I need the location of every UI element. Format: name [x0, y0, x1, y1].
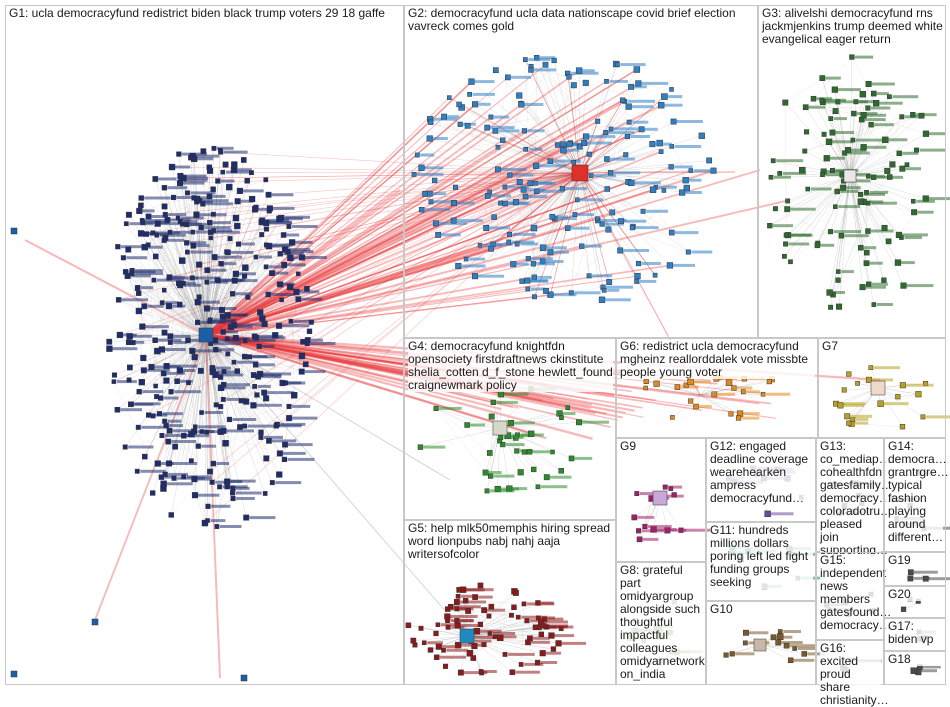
group-label-g2: G2: democracyfund ucla data nationscape … [408, 7, 755, 33]
group-label-g11: G11: hundreds millions dollars poring le… [710, 524, 813, 589]
group-panel-g9: G9 [616, 438, 706, 562]
group-label-g10: G10 [710, 603, 813, 616]
group-label-g19: G19 [888, 554, 943, 567]
group-label-g12: G12: engaged deadline coverage wearehear… [710, 440, 813, 505]
group-label-g15: G15: independent news members gatesfound… [820, 554, 881, 632]
group-panel-g5: G5: help mlk50memphis hiring spread word… [404, 520, 616, 685]
group-panel-g10: G10 [706, 601, 816, 685]
group-label-g16: G16: excited proud share christianity… [820, 642, 881, 707]
group-panel-g18: G18 [884, 651, 946, 685]
group-label-g9: G9 [620, 440, 703, 453]
group-panel-g4: G4: democracyfund knightfdn opensociety … [404, 338, 616, 520]
group-panel-g13: G13: co_mediap… cohealthfdn gatesfamily…… [816, 438, 884, 552]
group-label-g13: G13: co_mediap… cohealthfdn gatesfamily…… [820, 440, 881, 557]
group-label-g14: G14: democra… grantrgre… typical fashion… [888, 440, 943, 544]
group-panel-g2: G2: democracyfund ucla data nationscape … [404, 5, 758, 338]
group-label-g4: G4: democracyfund knightfdn opensociety … [408, 340, 613, 392]
group-label-g18: G18 [888, 653, 943, 666]
group-panel-g1: G1: ucla democracyfund redistrict biden … [5, 5, 404, 685]
group-panel-g16: G16: excited proud share christianity… [816, 640, 884, 685]
group-panel-g20: G20 [884, 586, 946, 618]
group-label-g7: G7 [822, 340, 943, 353]
group-panel-g17: G17: biden vp [884, 618, 946, 651]
group-label-g5: G5: help mlk50memphis hiring spread word… [408, 522, 613, 561]
group-label-g17: G17: biden vp [888, 620, 943, 646]
network-graph: G1: ucla democracyfund redistrict biden … [0, 0, 950, 688]
group-label-g3: G3: alivelshi democracyfund rns jackmjen… [762, 7, 943, 46]
group-panel-g7: G7 [818, 338, 946, 438]
group-panel-g6: G6: redistrict ucla democracyfund mghein… [616, 338, 818, 438]
group-panel-g12: G12: engaged deadline coverage wearehear… [706, 438, 816, 522]
group-label-g20: G20 [888, 588, 943, 601]
group-label-g1: G1: ucla democracyfund redistrict biden … [9, 7, 401, 20]
group-label-g6: G6: redistrict ucla democracyfund mghein… [620, 340, 815, 379]
group-label-g8: G8: grateful part omidyargroup alongside… [620, 564, 703, 681]
group-panel-g14: G14: democra… grantrgre… typical fashion… [884, 438, 946, 552]
group-panel-g8: G8: grateful part omidyargroup alongside… [616, 562, 706, 685]
group-panel-g11: G11: hundreds millions dollars poring le… [706, 522, 816, 601]
group-panel-g3: G3: alivelshi democracyfund rns jackmjen… [758, 5, 946, 338]
group-panel-g15: G15: independent news members gatesfound… [816, 552, 884, 640]
group-panel-g19: G19 [884, 552, 946, 586]
